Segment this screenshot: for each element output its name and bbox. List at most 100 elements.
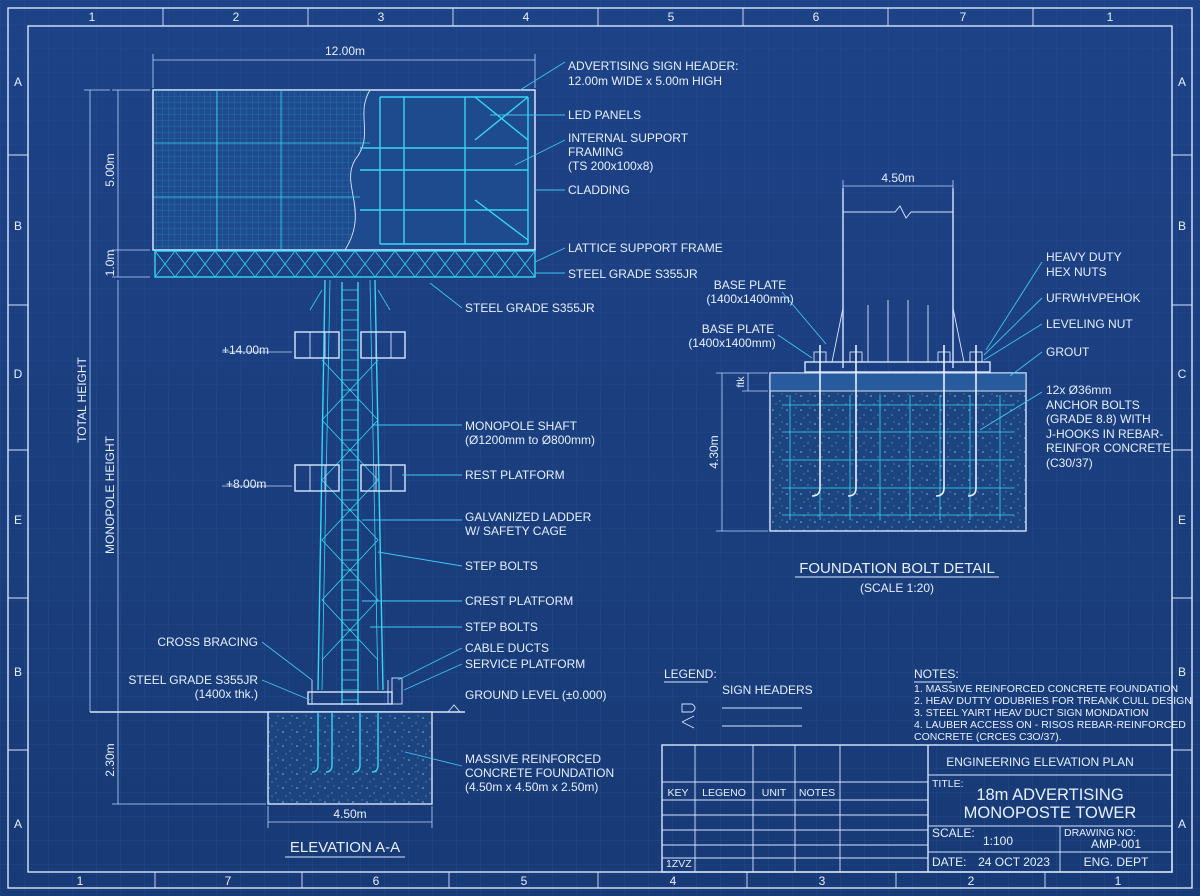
scale-value: 1:100 [983, 834, 1013, 848]
callout-cable: CABLE DUCTS [465, 641, 549, 655]
callout-base-plate-1a: BASE PLATE [714, 278, 786, 292]
table-header-key: KEY [667, 787, 688, 799]
dim-width-12m: 12.00m [325, 44, 365, 58]
date-label: DATE: [932, 855, 966, 869]
table-header-legend: LEGENO [702, 787, 746, 799]
elevation-view: 12.00m 5.00m 1.0m TOTAL HEIGHT MONOPOLE … [75, 44, 738, 858]
callout-hex-nuts-2: HEX NUTS [1046, 265, 1107, 279]
callout-base-plate-2a: BASE PLATE [702, 322, 774, 336]
callout-cross-bracing: CROSS BRACING [157, 635, 258, 649]
callout-grout: GROUT [1046, 345, 1090, 359]
note-5: CONCRETE (CRCES C3O/37). [914, 731, 1062, 743]
callout-garbled: UFRWHVPEHOK [1046, 291, 1140, 305]
foundation-bolt-detail: 4.50m 4.30m ftk FOUNDATION BOLT DETAIL (… [688, 171, 1170, 595]
table-header-notes: NOTES [799, 787, 835, 799]
grid-left-4: E [14, 513, 22, 527]
callout-ground: GROUND LEVEL (±0.000) [465, 688, 607, 702]
callout-led: LED PANELS [568, 108, 641, 122]
grid-top-2: 2 [233, 10, 240, 24]
callout-bolts-1: 12x Ø36mm [1046, 383, 1111, 397]
callout-bolts-5: REINFOR CONCRETE [1046, 441, 1171, 455]
grid-right-1: A [1178, 75, 1186, 89]
grid-right-2: B [1178, 219, 1186, 233]
grid-right-6: A [1178, 817, 1186, 831]
grid-left-2: B [14, 219, 22, 233]
legend: LEGEND: SIGN HEADERS [664, 667, 813, 729]
monopole-shaft [309, 279, 391, 705]
note-4: 4. LAUBER ACCESS ON - RISOS REBAR-REINFO… [914, 719, 1186, 731]
grid-bottom-4: 5 [521, 874, 528, 888]
foundation [267, 711, 433, 805]
grid-right-3: C [1178, 367, 1187, 381]
grid-bottom-7: 2 [968, 874, 975, 888]
callout-bolts-4: J-HOOKS IN REBAR- [1046, 427, 1163, 441]
grid-top-1: 1 [89, 10, 96, 24]
callout-ladder-2: W/ SAFETY CAGE [465, 524, 567, 538]
grid-left-3: D [14, 367, 23, 381]
callout-shaft-1: MONOPOLE SHAFT [465, 419, 578, 433]
callout-steel-2: STEEL GRADE S355JR [465, 301, 595, 315]
drawing-no-label: DRAWING NO: [1064, 827, 1136, 839]
notes: NOTES: 1. MASSIVE REINFORCED CONCRETE FO… [914, 667, 1192, 743]
elevation-dimensions [84, 54, 536, 828]
callout-bolts-2: ANCHOR BOLTS [1046, 398, 1140, 412]
grid-references: 1 2 3 4 5 6 7 1 1 7 6 5 4 3 2 1 A B D E … [14, 10, 1187, 888]
detail-grout-dim: ftk [735, 376, 747, 388]
dim-lattice-height: 1.0m [103, 250, 117, 277]
callout-step-2: STEP BOLTS [465, 620, 538, 634]
grid-left-1: A [14, 75, 22, 89]
drawing-title-2: MONOPOSTE TOWER [964, 804, 1137, 822]
callout-base-plate-2b: (1400x1400mm) [688, 336, 775, 350]
legend-title: LEGEND: [664, 667, 717, 681]
callout-step-1: STEP BOLTS [465, 559, 538, 573]
callout-header-1: ADVERTISING SIGN HEADER: [568, 59, 738, 73]
callout-foundation-1: MASSIVE REINFORCED [465, 752, 601, 766]
callout-header-2: 12.00m WIDE x 5.00m HIGH [568, 74, 722, 88]
level-14m: +14.00m [222, 343, 269, 357]
note-3: 3. STEEL YAIRT HEAV DUCT SIGN MONDATION [914, 707, 1149, 719]
grid-bottom-3: 6 [373, 874, 380, 888]
grid-bottom-8: 1 [1115, 874, 1122, 888]
grid-bottom-5: 4 [670, 874, 677, 888]
callout-foundation-2: CONCRETE FOUNDATION [465, 766, 614, 780]
drawing-frame [7, 7, 1193, 889]
date-value: 24 OCT 2023 [978, 855, 1050, 869]
callout-steel-1: STEEL GRADE S355JR [568, 267, 698, 281]
drawing-no-value: AMP-001 [1091, 837, 1141, 851]
callout-base-plate-1b: (1400x1400mm) [706, 292, 793, 306]
dim-header-height: 5.00m [103, 153, 117, 186]
platforms [294, 331, 406, 492]
callout-shaft-2: (Ø1200mm to Ø800mm) [465, 433, 595, 447]
callout-ladder-1: GALVANIZED LADDER [465, 510, 592, 524]
note-1: 1. MASSIVE REINFORCED CONCRETE FOUNDATIO… [914, 683, 1178, 695]
callout-leveling-nut: LEVELING NUT [1046, 317, 1133, 331]
level-8m: +8.00m [226, 477, 266, 491]
plan-title: ENGINEERING ELEVATION PLAN [946, 755, 1134, 769]
callout-steel-left-2: (1400x thk.) [195, 687, 258, 701]
grid-top-4: 4 [523, 10, 530, 24]
callout-framing-2: FRAMING [568, 145, 623, 159]
title-label: TITLE: [932, 778, 964, 790]
scale-label: SCALE: [932, 826, 975, 840]
detail-depth-dim: 4.30m [707, 435, 721, 468]
callout-rest: REST PLATFORM [465, 468, 565, 482]
detail-title: FOUNDATION BOLT DETAIL [799, 560, 995, 577]
table-header-unit: UNIT [762, 787, 787, 799]
drawing-title-1: 18m ADVERTISING [976, 786, 1123, 804]
callout-cladding: CLADDING [568, 183, 630, 197]
detail-scale: (SCALE 1:20) [860, 581, 934, 595]
legend-item-sign-headers: SIGN HEADERS [722, 683, 813, 697]
grid-left-5: B [14, 665, 22, 679]
grid-top-6: 6 [813, 10, 820, 24]
dim-foundation-width: 4.50m [333, 807, 366, 821]
callout-hex-nuts-1: HEAVY DUTY [1046, 250, 1122, 264]
grid-bottom-2: 7 [225, 874, 232, 888]
grid-right-5: B [1178, 665, 1186, 679]
lattice-frame [154, 250, 536, 278]
grid-top-5: 5 [668, 10, 675, 24]
total-height-label: TOTAL HEIGHT [75, 356, 89, 442]
callout-framing-3: (TS 200x100x8) [568, 159, 653, 173]
callout-steel-left-1: STEEL GRADE S355JR [128, 673, 258, 687]
elevation-leaders [261, 61, 566, 767]
elevation-title: ELEVATION A-A [290, 839, 400, 856]
